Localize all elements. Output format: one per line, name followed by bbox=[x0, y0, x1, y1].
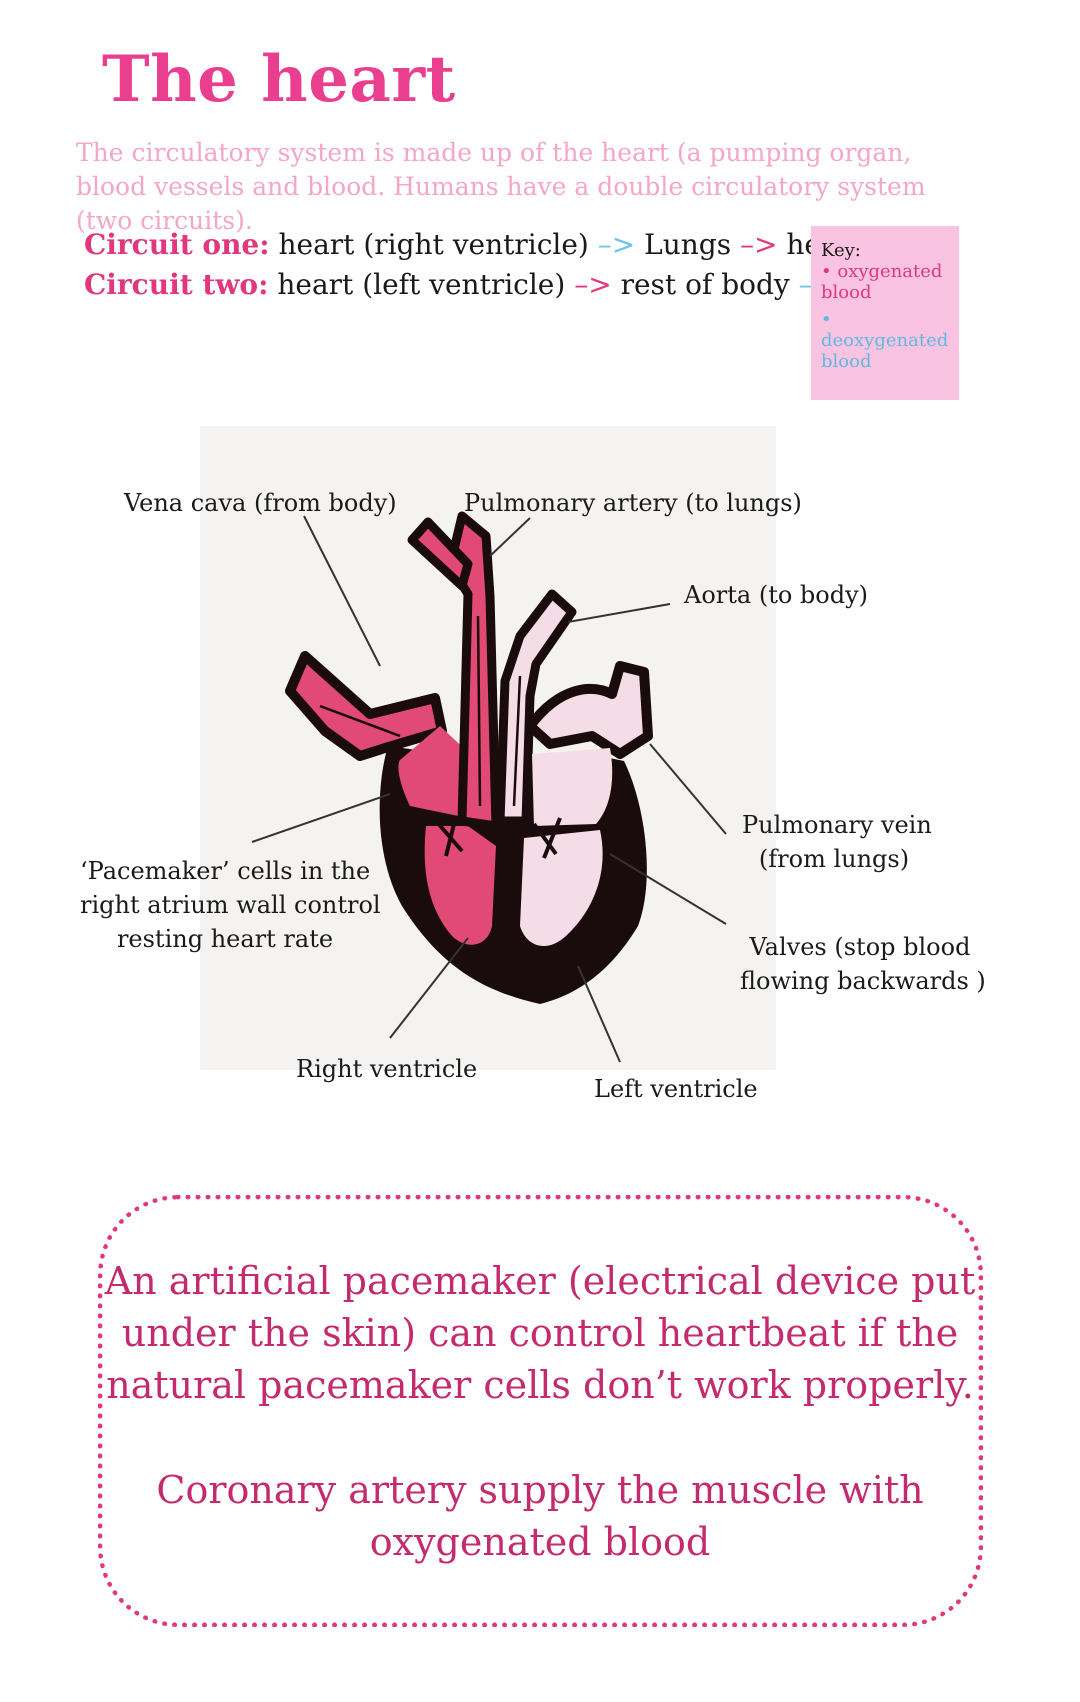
circuit-one-arrow1: –> bbox=[597, 228, 636, 261]
leader-pacemaker bbox=[251, 793, 391, 843]
label-pulmonary-vein: Pulmonary vein (from lungs) bbox=[742, 808, 932, 876]
flow-arrow-pulmonary bbox=[476, 615, 482, 807]
info-note-box bbox=[98, 1195, 983, 1627]
vena-cava-vessel bbox=[285, 651, 447, 761]
circuit-one-part2: Lungs bbox=[644, 228, 732, 261]
pulmonary-artery-branch bbox=[407, 517, 473, 591]
valve-left bbox=[532, 817, 562, 859]
label-pacemaker-line2: right atrium wall control bbox=[80, 891, 381, 919]
label-valves-line2: flowing backwards ) bbox=[740, 967, 986, 995]
label-valves: Valves (stop blood flowing backwards ) bbox=[740, 930, 986, 998]
note-artificial-pacemaker: An artificial pacemaker (electrical devi… bbox=[104, 1259, 976, 1407]
key-box: Key: • oxygenated blood • deoxygenated b… bbox=[811, 226, 959, 400]
label-pacemaker-line3: resting heart rate bbox=[116, 925, 334, 953]
label-pulmonary-artery: Pulmonary artery (to lungs) bbox=[464, 489, 802, 517]
label-vena-cava: Vena cava (from body) bbox=[124, 489, 397, 517]
intro-text: The circulatory system is made up of the… bbox=[76, 138, 926, 235]
flow-arrow-vena-cava bbox=[319, 704, 401, 738]
valve-right bbox=[434, 815, 464, 857]
circuit-two-part2: rest of body bbox=[620, 268, 790, 301]
key-label-deoxygenated: deoxygenated blood bbox=[821, 330, 949, 372]
circuit-two-label: Circuit two: bbox=[84, 268, 269, 301]
left-atrium-chamber bbox=[532, 748, 613, 826]
key-bullet-deoxygenated: • bbox=[821, 309, 832, 330]
circuit-one-part1: heart (right ventricle) bbox=[278, 228, 589, 261]
circuit-two-part1: heart (left ventricle) bbox=[277, 268, 566, 301]
label-aorta: Aorta (to body) bbox=[684, 581, 869, 609]
circuit-one-line: Circuit one: heart (right ventricle) –> … bbox=[84, 228, 862, 261]
leader-vena-cava bbox=[303, 515, 381, 667]
flow-arrow-aorta bbox=[512, 675, 522, 807]
circuit-one-arrow2: –> bbox=[740, 228, 778, 261]
key-title: Key: bbox=[821, 240, 861, 261]
leader-pulmonary-vein bbox=[649, 743, 727, 835]
label-pacemaker-line1: ‘Pacemaker’ cells in the bbox=[80, 857, 371, 885]
label-pacemaker: ‘Pacemaker’ cells in the right atrium wa… bbox=[80, 854, 381, 956]
label-valves-line1: Valves (stop blood bbox=[749, 933, 971, 961]
leader-valves bbox=[609, 853, 727, 925]
leader-left-ventricle bbox=[577, 965, 621, 1063]
circuit-two-arrow1: –> bbox=[574, 268, 612, 301]
label-right-ventricle: Right ventricle bbox=[296, 1055, 478, 1083]
label-left-ventricle: Left ventricle bbox=[594, 1075, 758, 1103]
leader-right-ventricle bbox=[389, 937, 469, 1039]
note-coronary-artery: Coronary artery supply the muscle with o… bbox=[156, 1468, 924, 1564]
right-atrium-chamber bbox=[398, 726, 472, 818]
left-ventricle-chamber bbox=[520, 830, 603, 947]
label-pulmonary-vein-line1: Pulmonary vein bbox=[742, 811, 932, 839]
heart-diagram-panel bbox=[200, 426, 776, 1070]
circuit-two-line: Circuit two: heart (left ventricle) –> r… bbox=[84, 268, 921, 301]
key-item-oxygenated: • oxygenated blood bbox=[821, 261, 949, 303]
key-bullet-oxygenated: • bbox=[821, 261, 832, 282]
leader-pulmonary-artery bbox=[489, 517, 531, 557]
circuit-one-label: Circuit one: bbox=[84, 228, 270, 261]
leader-aorta bbox=[567, 603, 671, 623]
aorta-vessel bbox=[495, 589, 577, 826]
key-label-oxygenated: oxygenated blood bbox=[821, 261, 943, 303]
pulmonary-vein-vessel bbox=[525, 661, 653, 759]
label-pulmonary-vein-line2: (from lungs) bbox=[758, 845, 910, 873]
right-ventricle-chamber bbox=[424, 826, 496, 945]
heart-diagram bbox=[251, 511, 727, 1063]
page-title: The heart bbox=[102, 42, 456, 117]
key-item-deoxygenated: • deoxygenated blood bbox=[821, 309, 949, 372]
